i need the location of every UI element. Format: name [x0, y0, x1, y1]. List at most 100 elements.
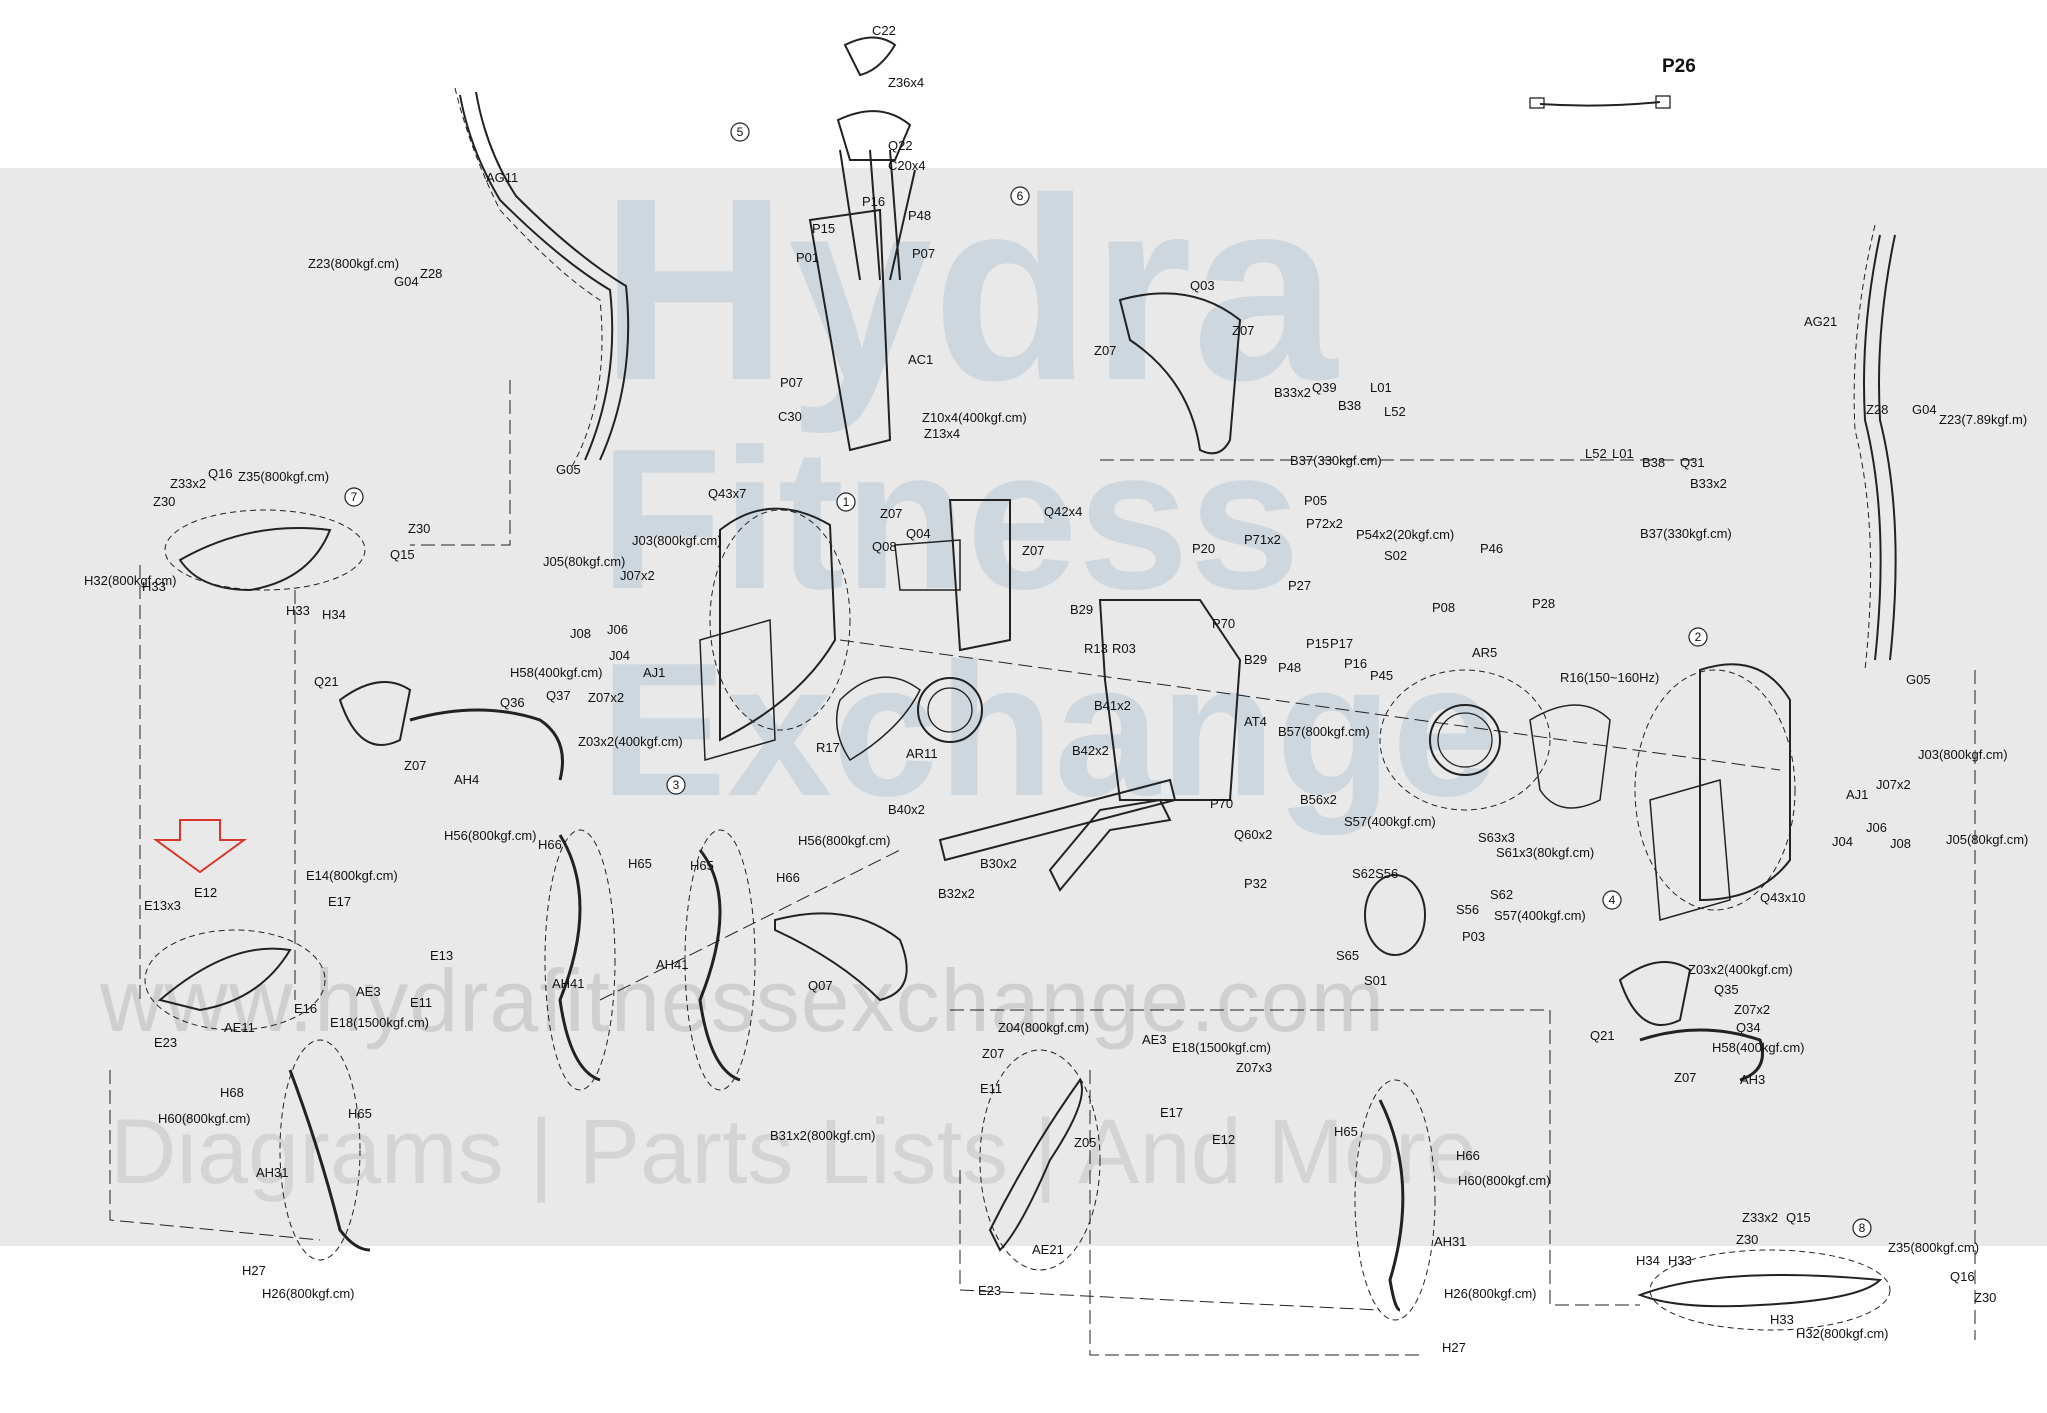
part-label-c20x4: C20x4 [888, 158, 926, 173]
part-label-z07x2l: Z07x2 [588, 690, 624, 705]
part-label-p70b: P70 [1210, 796, 1233, 811]
part-label-b56x2: B56x2 [1300, 792, 1337, 807]
part-label-j06l: J06 [607, 622, 628, 637]
watermark-tagline: Diagrams | Parts Lists | And More [110, 1101, 1477, 1203]
part-label-p46: P46 [1480, 541, 1503, 556]
part-label-at4: AT4 [1244, 714, 1267, 729]
part-label-ah31l: AH31 [256, 1165, 289, 1180]
part-label-q16r: Q16 [1950, 1269, 1975, 1284]
part-label-h27r: H27 [1442, 1340, 1466, 1355]
part-label-z07x2r: Z07x2 [1734, 1002, 1770, 1017]
part-label-q08: Q08 [872, 539, 897, 554]
part-label-r16: R16(150~160Hz) [1560, 670, 1659, 685]
part-label-e13x3: E13x3 [144, 898, 181, 913]
part-label-aj1l: AJ1 [643, 665, 665, 680]
part-label-b37l: B37(330kgf.cm) [1290, 453, 1382, 468]
part-label-e18r: E18(1500kgf.cm) [1172, 1040, 1271, 1055]
part-label-b30x2: B30x2 [980, 856, 1017, 871]
callout-number-6: 6 [1017, 189, 1024, 203]
part-label-ah4: AH4 [454, 772, 479, 787]
callout-circle-7 [344, 487, 364, 507]
part-label-h60l: H60(800kgf.cm) [158, 1111, 250, 1126]
part-label-h34r: H34 [1636, 1253, 1660, 1268]
part-label-ae3l: AE3 [356, 984, 381, 999]
part-label-j07x2r: J07x2 [1876, 777, 1911, 792]
part-label-q16l: Q16 [208, 466, 233, 481]
part-label-h33l: H33 [142, 579, 166, 594]
part-label-q15r: Q15 [1786, 1210, 1811, 1225]
part-label-l01l: L01 [1370, 380, 1392, 395]
part-label-h27l: H27 [242, 1263, 266, 1278]
part-label-z07a: Z07 [880, 506, 902, 521]
part-label-b37r: B37(330kgf.cm) [1640, 526, 1732, 541]
part-label-p16b: P16 [1344, 656, 1367, 671]
part-label-s63x3: S63x3 [1478, 830, 1515, 845]
part-label-z05: Z05 [1074, 1135, 1096, 1150]
callout-circle-1 [836, 492, 856, 512]
part-label-h66b: H66 [776, 870, 800, 885]
part-label-q60x2: Q60x2 [1234, 827, 1272, 842]
part-label-s02: S02 [1384, 548, 1407, 563]
part-label-r17: R17 [816, 740, 840, 755]
part-label-z35r: Z35(800kgf.cm) [1888, 1240, 1979, 1255]
part-label-j08r: J08 [1890, 836, 1911, 851]
part-label-j05l: J05(80kgf.cm) [543, 554, 625, 569]
part-label-g05r: G05 [1906, 672, 1931, 687]
watermark-brand-exchange: Exchange [600, 624, 1498, 836]
callout-circle-4 [1602, 890, 1622, 910]
part-label-p16a: P16 [862, 194, 885, 209]
part-label-p72x2: P72x2 [1306, 516, 1343, 531]
part-label-z30a: Z30 [153, 494, 175, 509]
part-label-e13l: E13 [430, 948, 453, 963]
part-label-b33x2l: B33x2 [1274, 385, 1311, 400]
part-label-z04: Z04(800kgf.cm) [998, 1020, 1089, 1035]
callout-number-4: 4 [1609, 893, 1616, 907]
callout-circle-3 [666, 775, 686, 795]
part-label-b41x2: B41x2 [1094, 698, 1131, 713]
part-label-q43x10: Q43x10 [1760, 890, 1806, 905]
part-label-z07g: Z07 [1674, 1070, 1696, 1085]
part-label-z03x2r: Z03x2(400kgf.cm) [1688, 962, 1793, 977]
part-label-p17: P17 [1330, 636, 1353, 651]
part-label-h33c: H33 [1668, 1253, 1692, 1268]
callout-circle-8 [1852, 1218, 1872, 1238]
part-label-e17l: E17 [328, 894, 351, 909]
part-label-q04: Q04 [906, 526, 931, 541]
part-label-ah41a: AH41 [552, 976, 585, 991]
part-label-z30b: Z30 [408, 521, 430, 536]
part-label-z03x2l: Z03x2(400kgf.cm) [578, 734, 683, 749]
part-label-q37: Q37 [546, 688, 571, 703]
part-label-s01: S01 [1364, 973, 1387, 988]
callout-circle-2 [1688, 627, 1708, 647]
part-label-h58r: H58(400kgf.cm) [1712, 1040, 1804, 1055]
part-label-p26: P26 [1662, 56, 1696, 77]
part-label-s57a: S57(400kgf.cm) [1344, 814, 1436, 829]
part-label-p15b: P15 [1306, 636, 1329, 651]
callout-number-2: 2 [1695, 630, 1702, 644]
part-label-ac1: AC1 [908, 352, 933, 367]
part-label-h32l: H32(800kgf.cm) [84, 573, 176, 588]
part-label-p15a: P15 [812, 221, 835, 236]
part-label-e12l: E12 [194, 885, 217, 900]
part-label-h34l: H34 [322, 607, 346, 622]
part-label-q39: Q39 [1312, 380, 1337, 395]
callout-number-5: 5 [737, 125, 744, 139]
part-label-p07a: P07 [912, 246, 935, 261]
part-label-j03r: J03(800kgf.cm) [1918, 747, 2008, 762]
part-label-p54x2: P54x2(20kgf.cm) [1356, 527, 1454, 542]
part-label-r03: R03 [1112, 641, 1136, 656]
part-label-z07e: Z07 [404, 758, 426, 773]
part-label-ae3r: AE3 [1142, 1032, 1167, 1047]
part-label-ah3: AH3 [1740, 1072, 1765, 1087]
watermark-brand-fitness: Fitness [600, 408, 1301, 631]
part-label-q22: Q22 [888, 138, 913, 153]
part-label-h65b: H65 [690, 858, 714, 873]
part-label-j08l: J08 [570, 626, 591, 641]
part-label-p08: P08 [1432, 600, 1455, 615]
part-label-z36x4: Z36x4 [888, 75, 924, 90]
part-label-s62: S62 [1490, 887, 1513, 902]
part-label-h65c: H65 [348, 1106, 372, 1121]
part-label-g05l: G05 [556, 462, 581, 477]
